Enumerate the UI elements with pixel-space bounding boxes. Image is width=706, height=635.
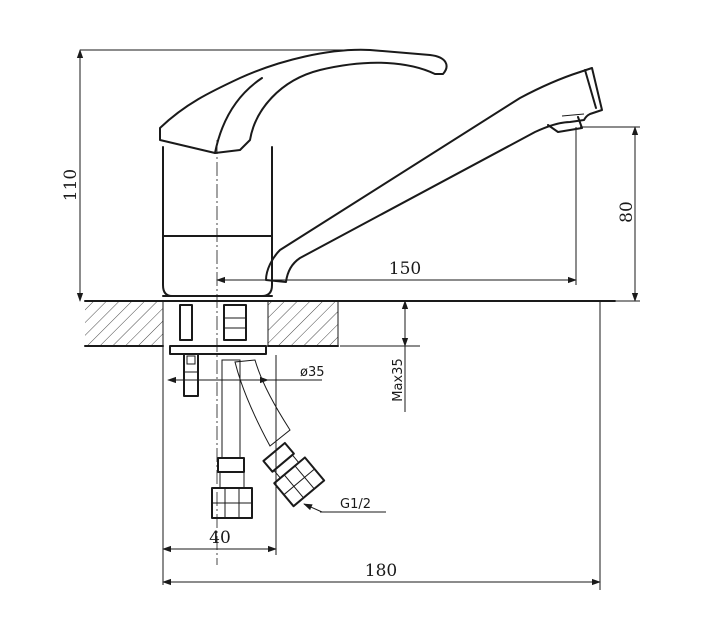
lever-handle bbox=[159, 48, 448, 154]
dimension-max-thickness-label: Max35 bbox=[391, 358, 406, 401]
dimension-base-width-label: 40 bbox=[209, 528, 231, 548]
dimension-spout-height-label: 80 bbox=[617, 201, 637, 223]
dimension-spout-height: 80 bbox=[580, 126, 640, 302]
dimension-total-length: 180 bbox=[162, 301, 601, 590]
dimension-base-width: 40 bbox=[162, 346, 277, 585]
countertop-section bbox=[84, 300, 616, 347]
dimension-hole-diameter: ø35 bbox=[167, 365, 325, 384]
dimension-total-length-label: 180 bbox=[365, 561, 397, 581]
faucet-body bbox=[162, 146, 273, 297]
spout bbox=[265, 67, 603, 283]
dimension-height: 110 bbox=[61, 49, 370, 302]
label-hose-thread: G1/2 bbox=[303, 497, 386, 513]
dimension-spout-reach-label: 150 bbox=[389, 259, 421, 279]
dimension-height-label: 110 bbox=[61, 169, 81, 201]
label-hose-thread-text: G1/2 bbox=[340, 497, 371, 512]
mounting-assembly bbox=[169, 304, 267, 397]
dimension-hole-diameter-label: ø35 bbox=[300, 365, 325, 380]
dimension-max-thickness: Max35 bbox=[340, 300, 420, 412]
dimension-spout-reach: 150 bbox=[216, 127, 577, 285]
flexible-hoses bbox=[211, 359, 326, 519]
